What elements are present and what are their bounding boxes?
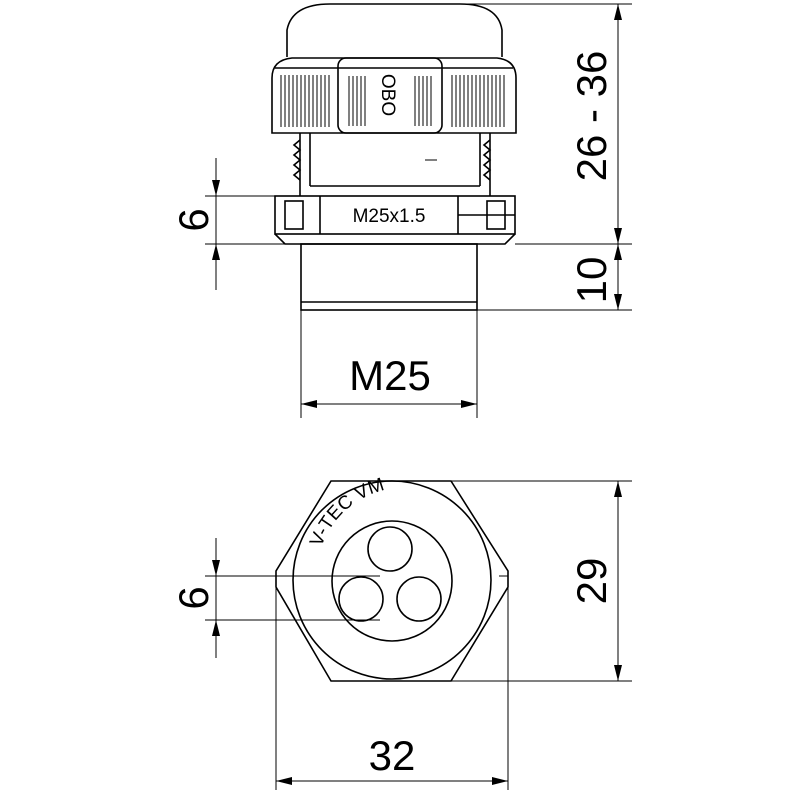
body-outer-circle xyxy=(292,480,492,680)
top-view-dimensions: 29 6 32 xyxy=(170,480,632,790)
top-view: V-TEC VM xyxy=(275,474,509,682)
dim-nut-height: 6 xyxy=(170,158,220,290)
cable-hole-top xyxy=(367,526,413,572)
insert-name-label: V-TEC VM xyxy=(306,474,386,549)
seal-insert-circle xyxy=(331,520,453,642)
dim-thread-length-value: 10 xyxy=(568,257,615,304)
brand-label: OBO xyxy=(377,74,398,116)
dim-width-value: 32 xyxy=(369,732,416,779)
pressure-screw: OBO xyxy=(271,57,517,134)
hex-outline xyxy=(275,480,509,682)
dim-hole-diameter-value: 6 xyxy=(170,586,217,609)
hex-nut: M25x1.5 xyxy=(274,195,516,245)
cable-hole-right xyxy=(396,576,442,622)
thread-spec-label: M25x1.5 xyxy=(353,206,426,227)
insert-name-text: V-TEC VM xyxy=(306,474,386,549)
dim-total-height: 26 - 36 xyxy=(568,4,622,244)
dim-height-value: 29 xyxy=(568,558,615,605)
dim-width: 32 xyxy=(276,732,508,785)
dim-hole-diameter: 6 xyxy=(170,538,220,658)
side-view-dimensions: 26 - 36 10 6 M25 xyxy=(170,3,632,418)
cable-hole-left xyxy=(338,576,384,622)
dim-height: 29 xyxy=(568,481,622,681)
dim-thread-size-value: M25 xyxy=(349,352,431,399)
dim-thread-size: M25 xyxy=(301,352,477,408)
connection-thread xyxy=(300,243,478,311)
dim-total-height-value: 26 - 36 xyxy=(568,51,615,182)
knurl-middle xyxy=(348,76,432,126)
knurl-right xyxy=(451,75,505,127)
body-thread xyxy=(292,133,492,196)
side-view: OBO M25x1.5 xyxy=(271,3,517,311)
dim-thread-length: 10 xyxy=(568,244,622,310)
dome-cap xyxy=(286,3,503,57)
dim-nut-height-value: 6 xyxy=(170,208,217,231)
knurl-left xyxy=(280,75,330,127)
